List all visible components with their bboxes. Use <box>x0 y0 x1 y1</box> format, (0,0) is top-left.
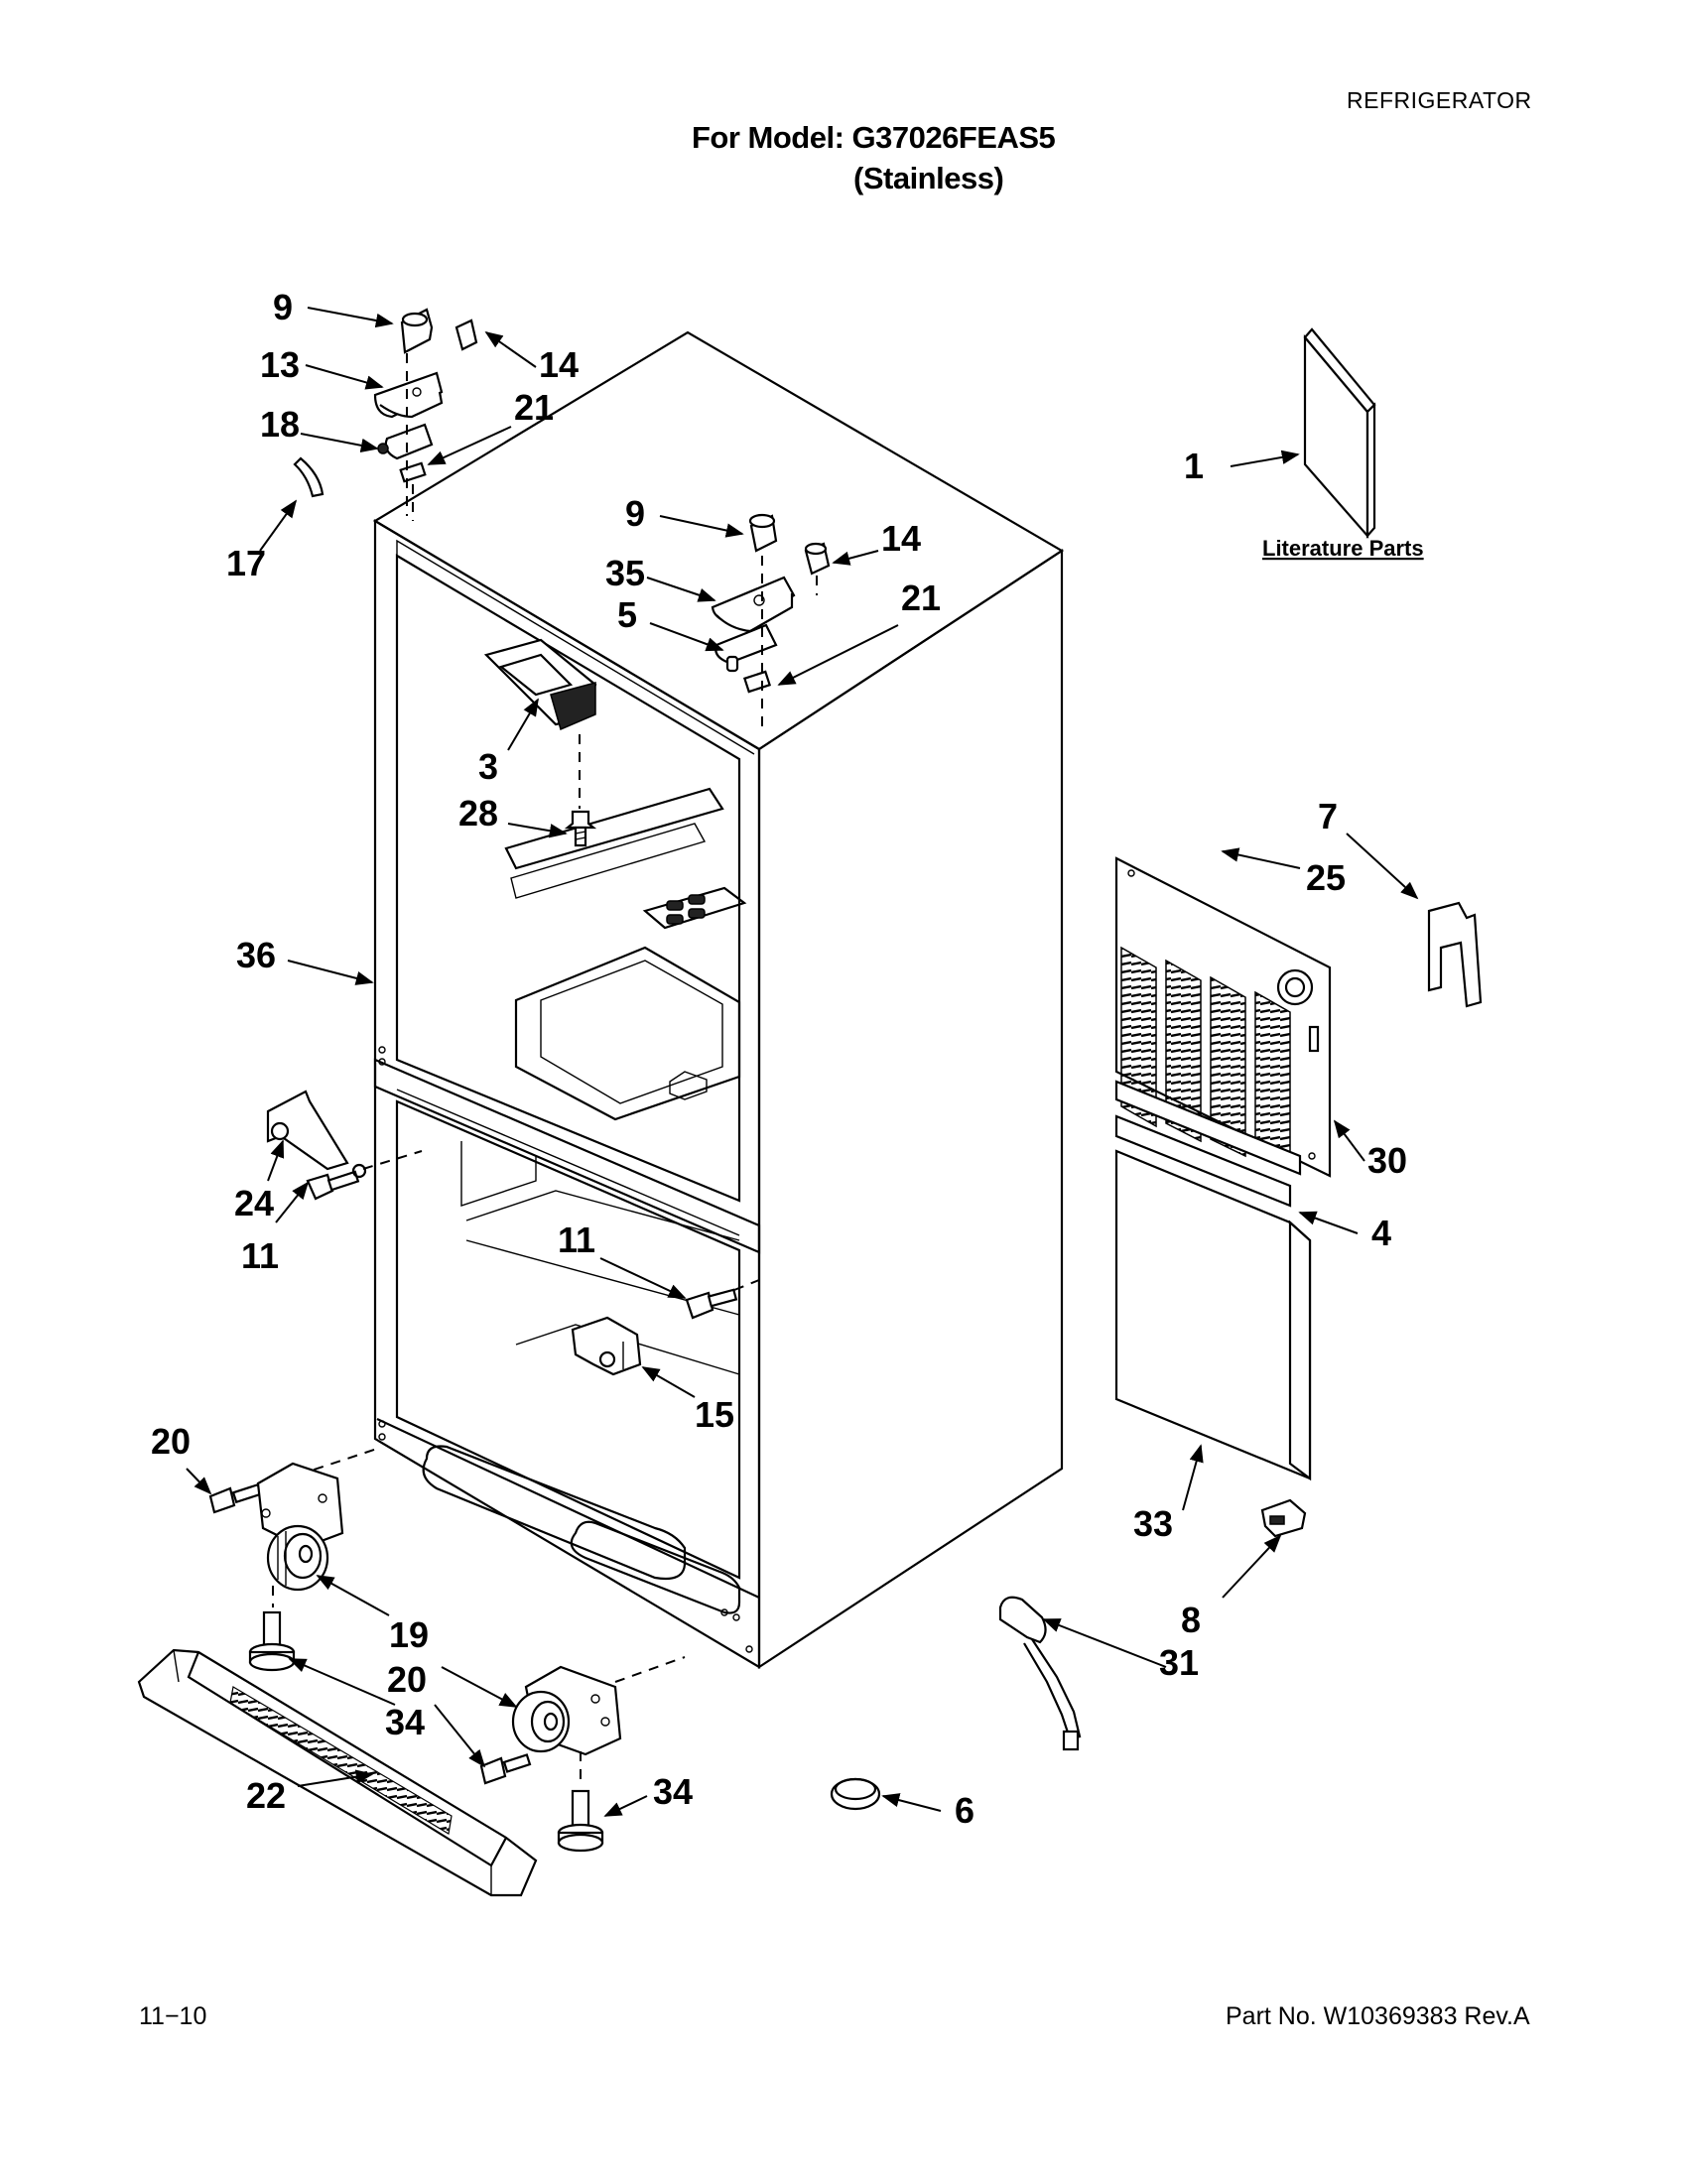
callout-34-right: 34 <box>653 1771 693 1812</box>
callout-21: 21 <box>514 387 554 428</box>
callout-24: 24 <box>234 1183 274 1223</box>
leader-lines <box>186 307 1419 1817</box>
callout-20-right: 20 <box>387 1659 427 1700</box>
literature-parts-label: Literature Parts <box>1262 536 1424 561</box>
part-22-toe-grille <box>137 1648 538 1897</box>
left-top-hinge <box>293 308 478 521</box>
callout-30: 30 <box>1367 1140 1407 1181</box>
callout-6: 6 <box>955 1790 974 1831</box>
callout-14-center: 14 <box>881 518 921 559</box>
callout-4: 4 <box>1371 1213 1391 1253</box>
part-3-bracket <box>483 638 597 847</box>
center-top-hinge <box>711 513 831 729</box>
callout-9: 9 <box>273 287 293 327</box>
callout-19: 19 <box>389 1614 429 1655</box>
footer-part-number: Part No. W10369383 Rev.A <box>1226 2002 1530 2030</box>
callout-36: 36 <box>236 935 276 975</box>
callout-28: 28 <box>458 793 498 834</box>
model-title: For Model: G37026FEAS5 <box>692 120 1056 155</box>
callout-13: 13 <box>260 344 300 385</box>
callout-11-center: 11 <box>558 1220 595 1260</box>
callout-21-center: 21 <box>901 578 941 618</box>
literature-parts-booklet <box>1303 327 1376 539</box>
callout-8: 8 <box>1181 1600 1201 1640</box>
part-33-panel <box>1114 1149 1312 1481</box>
callout-5: 5 <box>617 594 637 635</box>
callout-1: 1 <box>1184 446 1204 486</box>
callout-11-left: 11 <box>241 1235 279 1276</box>
callout-9-center: 9 <box>625 493 645 534</box>
part-15-bracket <box>571 1279 760 1376</box>
callout-34-left: 34 <box>385 1702 425 1742</box>
part-6-ring <box>830 1777 881 1811</box>
part-30-rear-access-panel <box>1114 856 1332 1178</box>
part-7-clip <box>1427 901 1483 1008</box>
callout-17: 17 <box>226 543 266 583</box>
part-4-strip <box>1114 1080 1302 1208</box>
callout-18: 18 <box>260 404 300 445</box>
category-label: REFRIGERATOR <box>1347 87 1532 113</box>
left-roller-assembly <box>208 1448 378 1672</box>
callout-25: 25 <box>1306 857 1346 898</box>
part-8-clip <box>1260 1498 1307 1538</box>
callout-33: 33 <box>1133 1503 1173 1544</box>
callout-7: 7 <box>1318 796 1338 836</box>
callout-20-left: 20 <box>151 1421 191 1462</box>
part-24-bracket <box>266 1090 423 1201</box>
callout-22: 22 <box>246 1775 286 1816</box>
callout-31: 31 <box>1159 1642 1199 1683</box>
model-finish: (Stainless) <box>853 161 1004 195</box>
footer-date-code: 11−10 <box>139 2002 207 2030</box>
right-roller-assembly <box>479 1656 686 1853</box>
callout-3: 3 <box>478 746 498 787</box>
callout-14: 14 <box>539 344 579 385</box>
callout-15: 15 <box>695 1394 734 1435</box>
refrigerator-cabinet <box>372 330 1065 1670</box>
part-31-wand <box>998 1596 1082 1751</box>
callout-35: 35 <box>605 553 645 593</box>
